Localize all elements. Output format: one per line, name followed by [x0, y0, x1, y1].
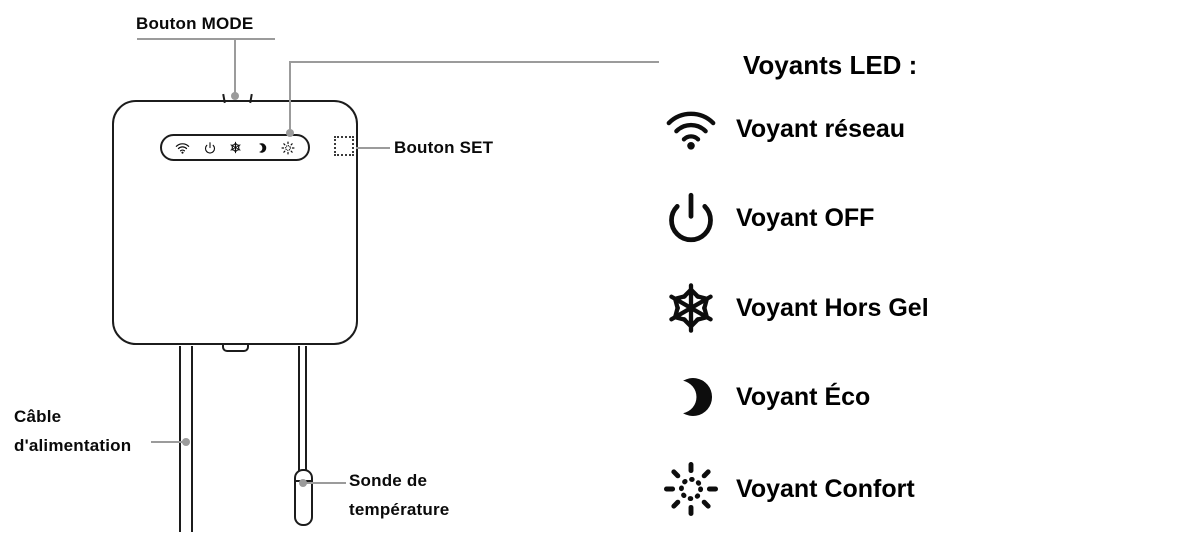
- legend-item-confort: Voyant Confort: [658, 458, 915, 520]
- power-cable-label: Câble d'alimentation: [14, 402, 131, 460]
- legend-title: Voyants LED :: [743, 50, 918, 80]
- legend-item-label: Voyant réseau: [736, 114, 906, 143]
- legend-item-off: Voyant OFF: [658, 187, 874, 249]
- temperature-probe-label-line2: température: [349, 500, 450, 519]
- probe-callout-dot: [299, 479, 307, 487]
- set-callout-line: [356, 147, 390, 149]
- legend-item-label: Voyant OFF: [736, 203, 875, 232]
- temperature-probe: [294, 469, 313, 526]
- cable-callout-line: [151, 441, 184, 443]
- moon-icon: [255, 142, 267, 154]
- set-button-label: Bouton SET: [394, 138, 494, 157]
- snowflake-icon: [658, 280, 724, 336]
- bottom-connector-tab: [222, 345, 249, 352]
- mode-callout-underline: [137, 38, 275, 40]
- mode-callout-dot: [231, 92, 239, 100]
- led-callout-hline: [289, 61, 659, 63]
- sun-icon: [281, 141, 295, 155]
- legend-item-label: Voyant Confort: [736, 474, 915, 503]
- led-callout-vline: [289, 61, 291, 131]
- legend-item-network: Voyant réseau: [658, 98, 905, 160]
- probe-callout-line: [306, 482, 346, 484]
- probe-cable: [298, 346, 307, 471]
- set-button: [334, 136, 354, 156]
- power-icon: [204, 142, 216, 154]
- power-icon: [658, 192, 724, 244]
- sun-icon: [658, 460, 724, 518]
- cable-callout-dot: [182, 438, 190, 446]
- temperature-probe-label: Sonde de température: [349, 466, 449, 524]
- legend-item-eco: Voyant Éco: [658, 366, 870, 428]
- mode-button-label: Bouton MODE: [136, 14, 254, 33]
- snowflake-icon: [229, 141, 242, 154]
- led-indicator-strip: [160, 134, 310, 161]
- legend-item-label: Voyant Éco: [736, 382, 871, 411]
- mode-callout-vline: [234, 38, 236, 94]
- power-cable-label-line2: d'alimentation: [14, 436, 132, 455]
- wifi-icon: [658, 107, 724, 151]
- mode-button-notch-left: [222, 93, 226, 104]
- legend-item-hors-gel: Voyant Hors Gel: [658, 277, 929, 339]
- wifi-icon: [175, 142, 190, 154]
- temperature-probe-label-line1: Sonde de: [349, 471, 428, 490]
- power-cable-label-line1: Câble: [14, 407, 62, 426]
- led-callout-dot: [286, 129, 294, 137]
- moon-icon: [658, 372, 724, 422]
- legend-item-label: Voyant Hors Gel: [736, 293, 929, 322]
